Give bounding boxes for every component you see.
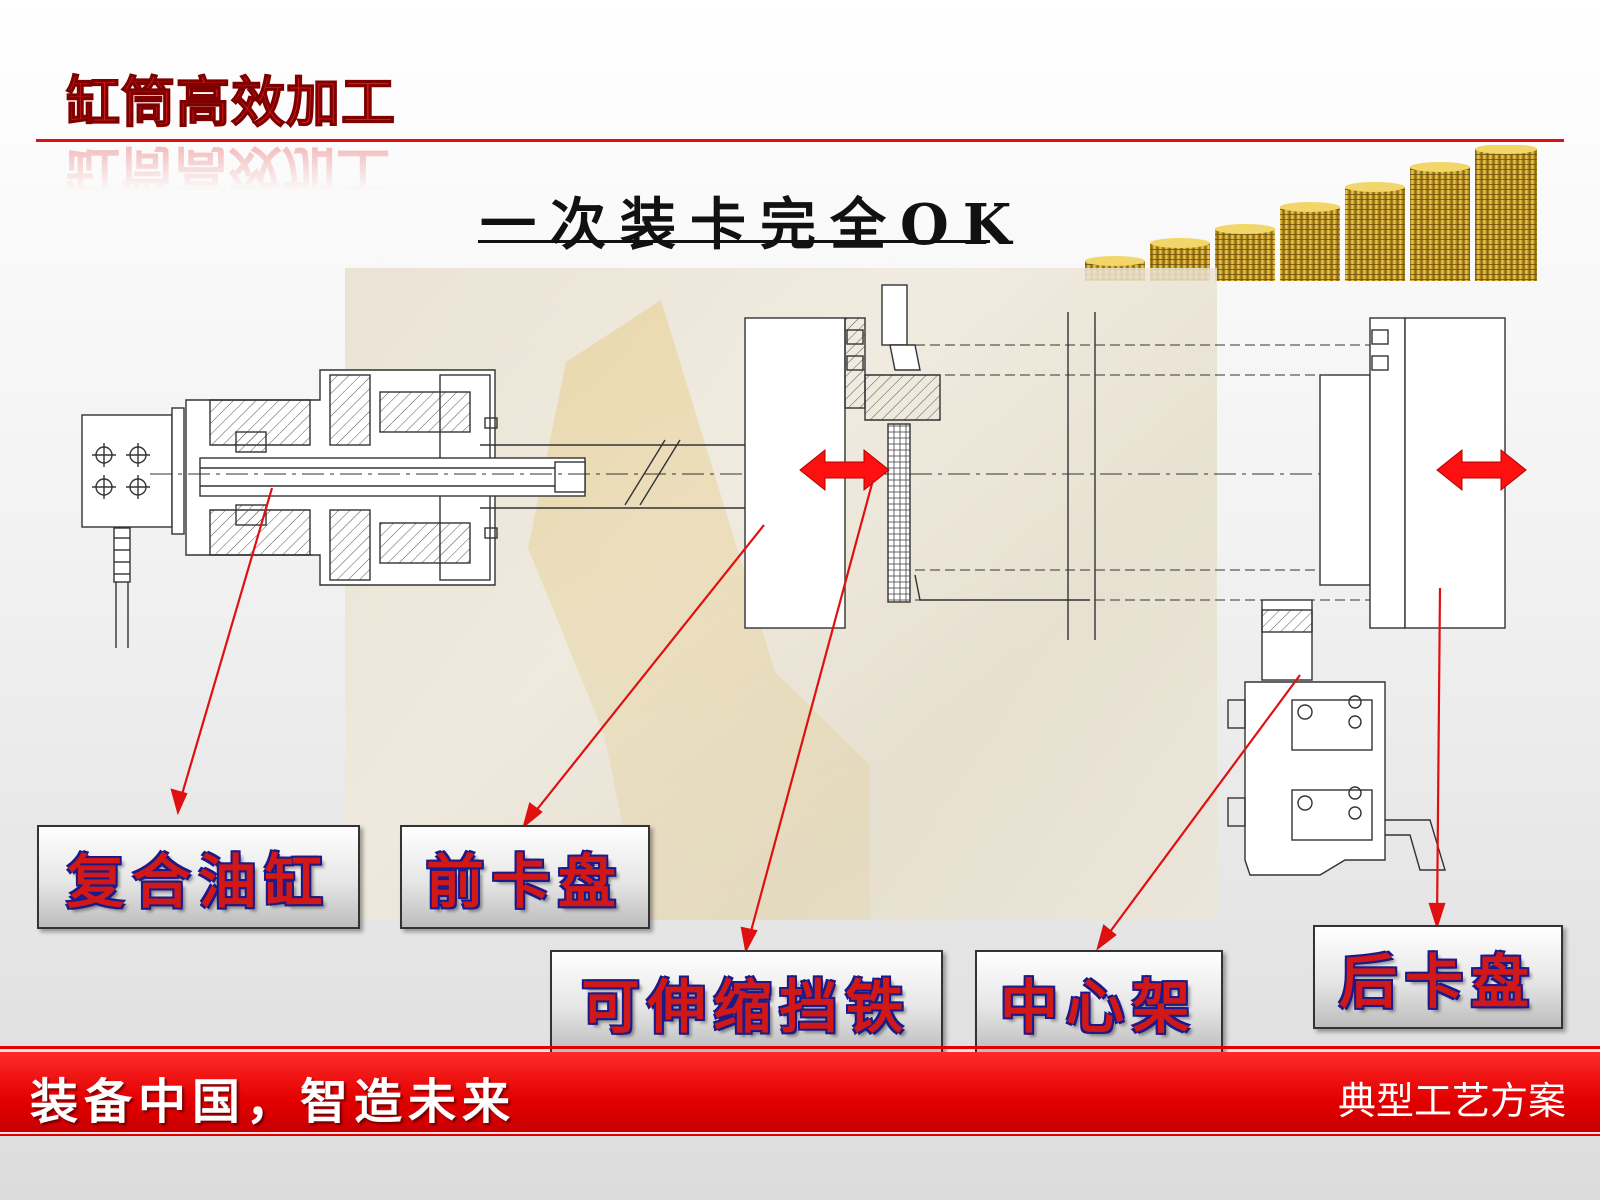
footer-section-label: 典型工艺方案 xyxy=(1337,1079,1566,1123)
label-rear-chuck: 后卡盘 xyxy=(1313,925,1563,1029)
footer-bottom-rule xyxy=(0,1134,1600,1136)
slide-subtitle: 一次装卡完全OK xyxy=(480,192,1026,258)
label-composite-cylinder-text: 复合油缸 xyxy=(66,848,331,916)
label-front-chuck: 前卡盘 xyxy=(400,825,650,929)
footer-slogan: 装备中国，智造未来 xyxy=(30,1074,517,1130)
header-divider xyxy=(36,139,1564,142)
label-front-chuck-text: 前卡盘 xyxy=(425,848,624,916)
page-title: 缸筒高效加工 xyxy=(65,70,396,135)
label-center-rest: 中心架 xyxy=(975,950,1223,1054)
subtitle-underline xyxy=(478,240,990,243)
footer-bar xyxy=(0,1052,1600,1132)
label-retractable-stop-text: 可伸缩挡铁 xyxy=(581,973,912,1041)
label-composite-cylinder: 复合油缸 xyxy=(37,825,360,929)
double-arrow-icon xyxy=(799,448,1527,492)
label-retractable-stop: 可伸缩挡铁 xyxy=(550,950,943,1054)
label-rear-chuck-text: 后卡盘 xyxy=(1338,948,1537,1016)
label-center-rest-text: 中心架 xyxy=(999,973,1198,1041)
coin-stacks-icon xyxy=(1085,145,1537,281)
footer-top-rule xyxy=(0,1046,1600,1049)
